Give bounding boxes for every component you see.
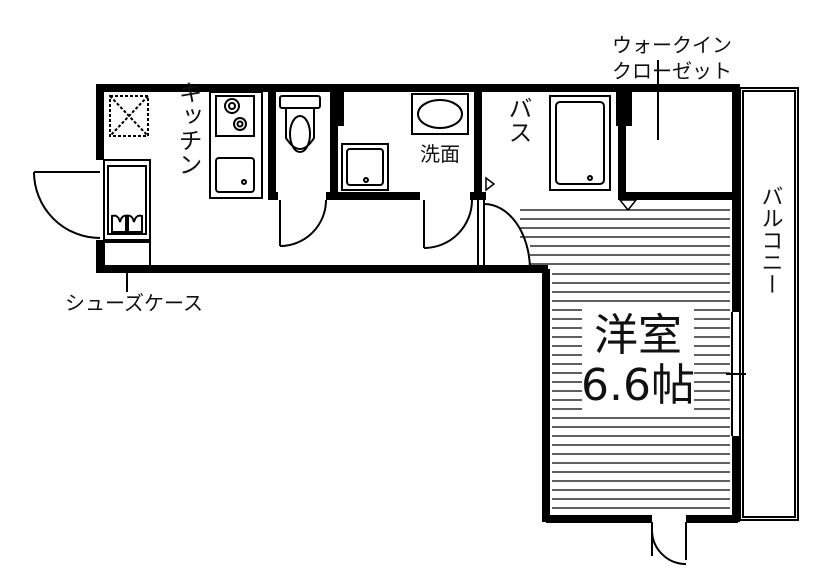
balcony-label: バルコニー <box>758 185 783 295</box>
bathtub <box>549 95 611 191</box>
balcony-window <box>726 312 746 436</box>
shoe-case-label: シューズケース <box>65 291 203 315</box>
flooring-lines <box>520 209 730 509</box>
washroom-fixtures <box>341 93 469 191</box>
western-room-size: 6.6帖 <box>581 360 695 411</box>
shoe-case <box>103 159 151 292</box>
pillars <box>96 88 632 272</box>
room-label-bg <box>582 302 694 410</box>
markers <box>485 176 638 212</box>
kitchen-label: キッチン <box>174 80 202 176</box>
toilet-door <box>279 199 327 247</box>
toilet <box>279 95 321 153</box>
closet-label-line2: クローゼット <box>612 59 732 83</box>
kitchen-fixtures <box>109 91 263 199</box>
balcony <box>739 87 799 521</box>
washroom-door <box>423 199 473 249</box>
washroom-label: 洗面 <box>420 142 460 166</box>
walls <box>96 84 740 523</box>
bottom-door <box>651 522 687 565</box>
entrance-door <box>33 171 101 239</box>
closet-label-line1: ウォークイン <box>612 33 732 57</box>
bath-label: バス <box>504 96 532 144</box>
western-room-label: 洋室 <box>594 310 682 361</box>
room-door <box>477 200 531 270</box>
